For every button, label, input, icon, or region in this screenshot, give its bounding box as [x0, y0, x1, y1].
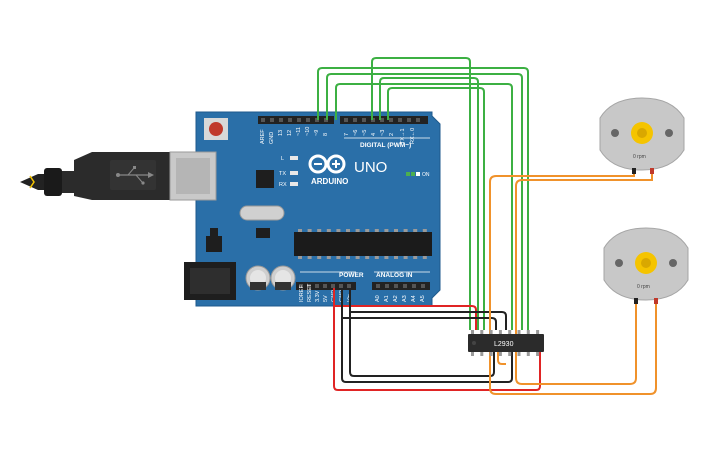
svg-text:2: 2: [389, 133, 395, 136]
svg-text:A2: A2: [393, 295, 399, 302]
dc-motor-bottom[interactable]: 0 rpm: [603, 227, 689, 304]
svg-text:12: 12: [287, 130, 293, 136]
usb-symbol-icon: [116, 166, 154, 185]
motor-bottom-terminal-neg[interactable]: [634, 298, 638, 304]
reset-button[interactable]: [204, 118, 228, 140]
svg-text:8: 8: [323, 133, 329, 136]
ic-label: L2930: [494, 341, 514, 348]
svg-text:~6: ~6: [353, 130, 359, 136]
motor-top-terminal-pos[interactable]: [650, 168, 654, 174]
svg-text:7: 7: [344, 133, 350, 136]
board-model: UNO: [354, 159, 387, 176]
svg-text:GND: GND: [269, 132, 275, 144]
svg-text:TX→1: TX→1: [400, 128, 406, 144]
digital-header-label: DIGITAL (PWM~): [360, 142, 411, 149]
led-label-l: L: [281, 156, 284, 162]
digital-header-left[interactable]: [258, 116, 334, 124]
analog-pin-labels: A0 A1 A2 A3 A4 A5: [375, 295, 426, 302]
motor-top-speed: 0 rpm: [633, 154, 646, 160]
power-header-label: POWER: [339, 272, 364, 279]
svg-text:A5: A5: [420, 295, 426, 302]
motor-bottom-speed: 0 rpm: [637, 284, 650, 290]
usb-cable[interactable]: [20, 152, 170, 200]
board-brand: ARDUINO: [311, 177, 348, 186]
led-label-rx: RX: [279, 182, 287, 188]
power-wires[interactable]: [333, 288, 541, 391]
led-rx: [290, 182, 298, 186]
arduino-logo-icon: [308, 154, 346, 174]
motor-shaft-gear-icon: [631, 122, 653, 144]
signal-wires[interactable]: [317, 57, 529, 330]
arduino-uno-board[interactable]: ARDUINO UNO ON L TX RX DIGITAL (PWM~) PO…: [169, 111, 441, 307]
svg-text:A1: A1: [384, 295, 390, 302]
atmega-pins: [298, 229, 427, 259]
dc-motor-top[interactable]: 0 rpm: [599, 97, 685, 174]
svg-text:13: 13: [278, 130, 284, 136]
svg-text:A4: A4: [411, 295, 417, 302]
svg-text:A3: A3: [402, 295, 408, 302]
svg-text:A0: A0: [375, 295, 381, 302]
svg-text:RX←0: RX←0: [410, 128, 416, 144]
motor-driver-ic[interactable]: L2930: [468, 330, 544, 356]
svg-text:3.3V: 3.3V: [315, 290, 321, 302]
on-led-label: ON: [422, 172, 430, 178]
motor-wires[interactable]: [489, 170, 657, 395]
svg-text:~9: ~9: [314, 130, 320, 136]
svg-text:IOREF: IOREF: [299, 285, 305, 302]
led-tx: [290, 171, 298, 175]
svg-text:AREF: AREF: [260, 129, 266, 144]
motor-bottom-terminal-pos[interactable]: [654, 298, 658, 304]
svg-text:~3: ~3: [380, 130, 386, 136]
led-label-tx: TX: [279, 171, 286, 177]
svg-text:~5: ~5: [362, 130, 368, 136]
motor-top-terminal-neg[interactable]: [632, 168, 636, 174]
analog-header-label: ANALOG IN: [376, 272, 413, 279]
analog-header[interactable]: [372, 282, 430, 290]
svg-text:~11: ~11: [296, 127, 302, 136]
svg-text:RESET: RESET: [307, 283, 313, 302]
svg-text:5V: 5V: [323, 295, 329, 302]
svg-text:4: 4: [371, 133, 377, 136]
led-l: [290, 156, 298, 160]
ground-wires[interactable]: [341, 288, 513, 383]
digital-pin-labels: AREF GND 13 12 ~11 ~10 ~9 8 7 ~6 ~5 4 ~3…: [260, 127, 416, 144]
motor-shaft-gear-icon: [635, 252, 657, 274]
svg-text:~10: ~10: [305, 127, 311, 136]
